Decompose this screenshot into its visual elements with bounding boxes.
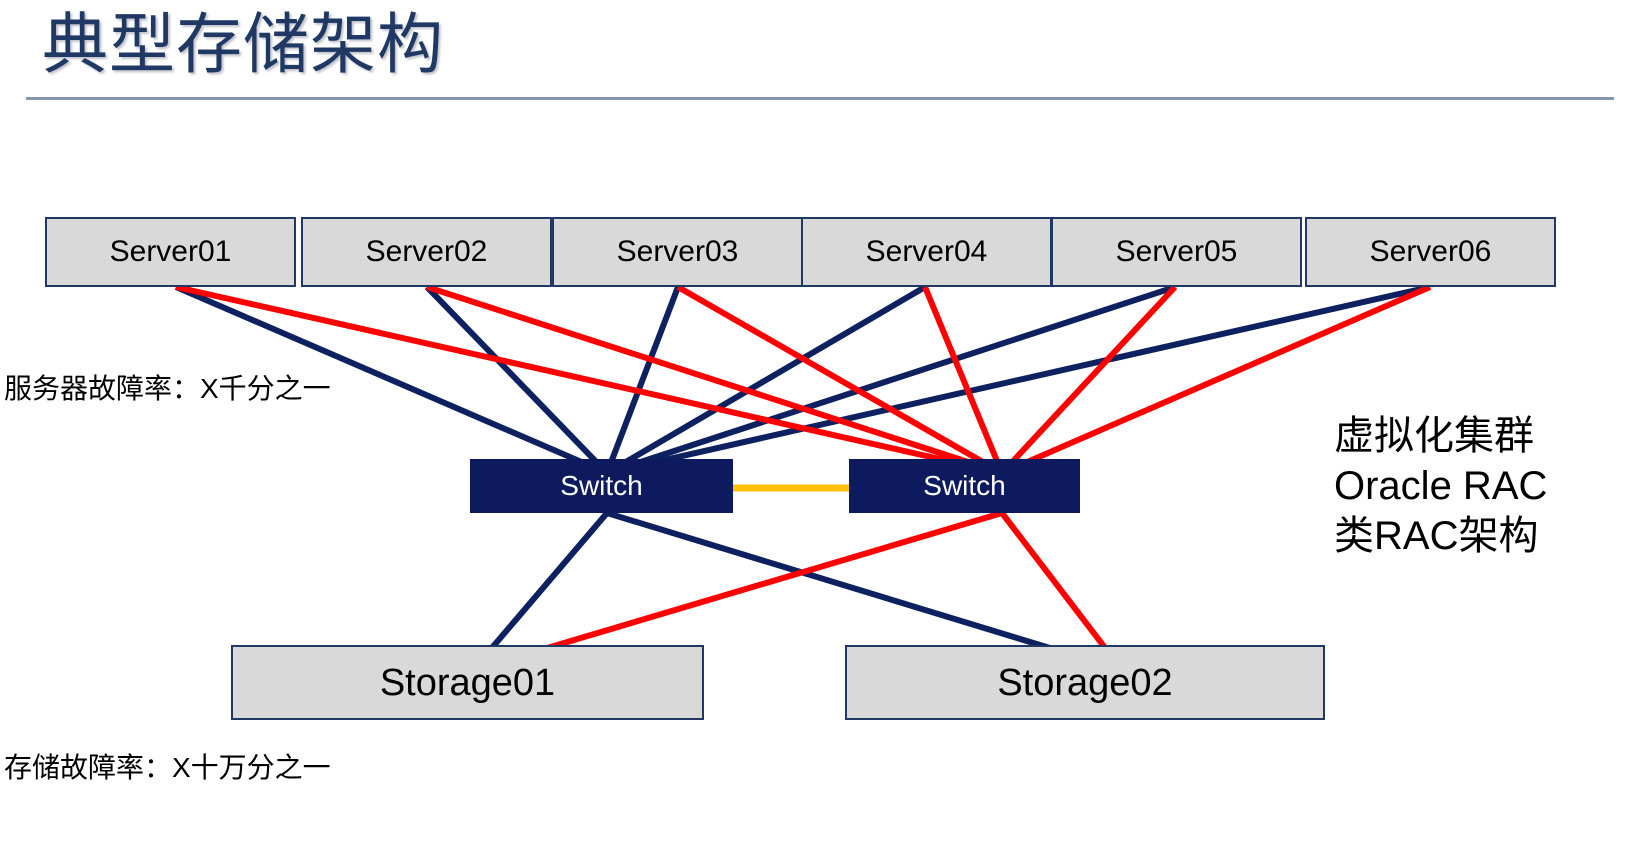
switch-label: Switch — [923, 470, 1006, 501]
server-node-03[interactable]: Server03 — [552, 217, 803, 287]
cluster-notes: 虚拟化集群 Oracle RAC 类RAC架构 — [1334, 411, 1547, 561]
link-server06-switch2 — [1000, 284, 1432, 476]
link-server06-switch1 — [606, 284, 1431, 476]
link-switch1-storage02 — [606, 510, 1123, 673]
server-node-05[interactable]: Server05 — [1051, 217, 1302, 287]
server-node-02[interactable]: Server02 — [301, 217, 552, 287]
storage-node-02[interactable]: Storage02 — [845, 645, 1325, 720]
storage-node-01[interactable]: Storage01 — [231, 645, 704, 720]
storage-failure-rate-note: 存储故障率：X十万分之一 — [4, 752, 331, 783]
storage-label: Storage02 — [997, 661, 1173, 704]
link-switch1-storage01 — [470, 511, 610, 672]
link-server01-switch2 — [175, 284, 1003, 476]
switch-to-storage-links — [470, 510, 1125, 673]
server-label: Server06 — [1369, 235, 1492, 268]
page-title: 典型存储架构 — [42, 7, 444, 81]
server-label: Server03 — [616, 235, 739, 268]
link-server05-switch1 — [606, 284, 1176, 476]
cluster-note-line-2: Oracle RAC — [1334, 464, 1548, 508]
link-server05-switch2 — [999, 284, 1178, 476]
cluster-note-line-3: 类RAC架构 — [1334, 514, 1539, 558]
switch-node-02[interactable]: Switch — [849, 459, 1080, 513]
link-switch2-storage02 — [999, 511, 1125, 672]
storage-label: Storage01 — [379, 661, 556, 704]
server-label: Server02 — [365, 235, 488, 268]
link-server02-switch2 — [426, 284, 1003, 476]
server-label: Server01 — [109, 235, 232, 268]
server-label: Server05 — [1115, 235, 1238, 268]
switch-node-01[interactable]: Switch — [470, 459, 733, 513]
server-failure-rate-note: 服务器故障率：X千分之一 — [4, 373, 331, 404]
server-node-06[interactable]: Server06 — [1305, 217, 1556, 287]
link-server03-switch1 — [604, 285, 681, 475]
link-server03-switch2 — [676, 284, 1004, 476]
link-server01-switch1 — [174, 284, 609, 476]
link-server02-switch1 — [424, 284, 610, 476]
cluster-note-line-1: 虚拟化集群 — [1334, 414, 1534, 458]
server-node-04[interactable]: Server04 — [801, 217, 1052, 287]
link-switch2-storage01 — [472, 510, 1003, 673]
switch-label: Switch — [560, 470, 643, 501]
link-server04-switch2 — [922, 285, 1005, 475]
server-to-left-switch-links — [174, 284, 1431, 476]
server-to-right-switch-links — [175, 284, 1432, 476]
link-server04-switch1 — [605, 284, 927, 476]
server-label: Server04 — [865, 235, 988, 268]
server-node-01[interactable]: Server01 — [45, 217, 296, 287]
title-divider — [26, 97, 1614, 100]
